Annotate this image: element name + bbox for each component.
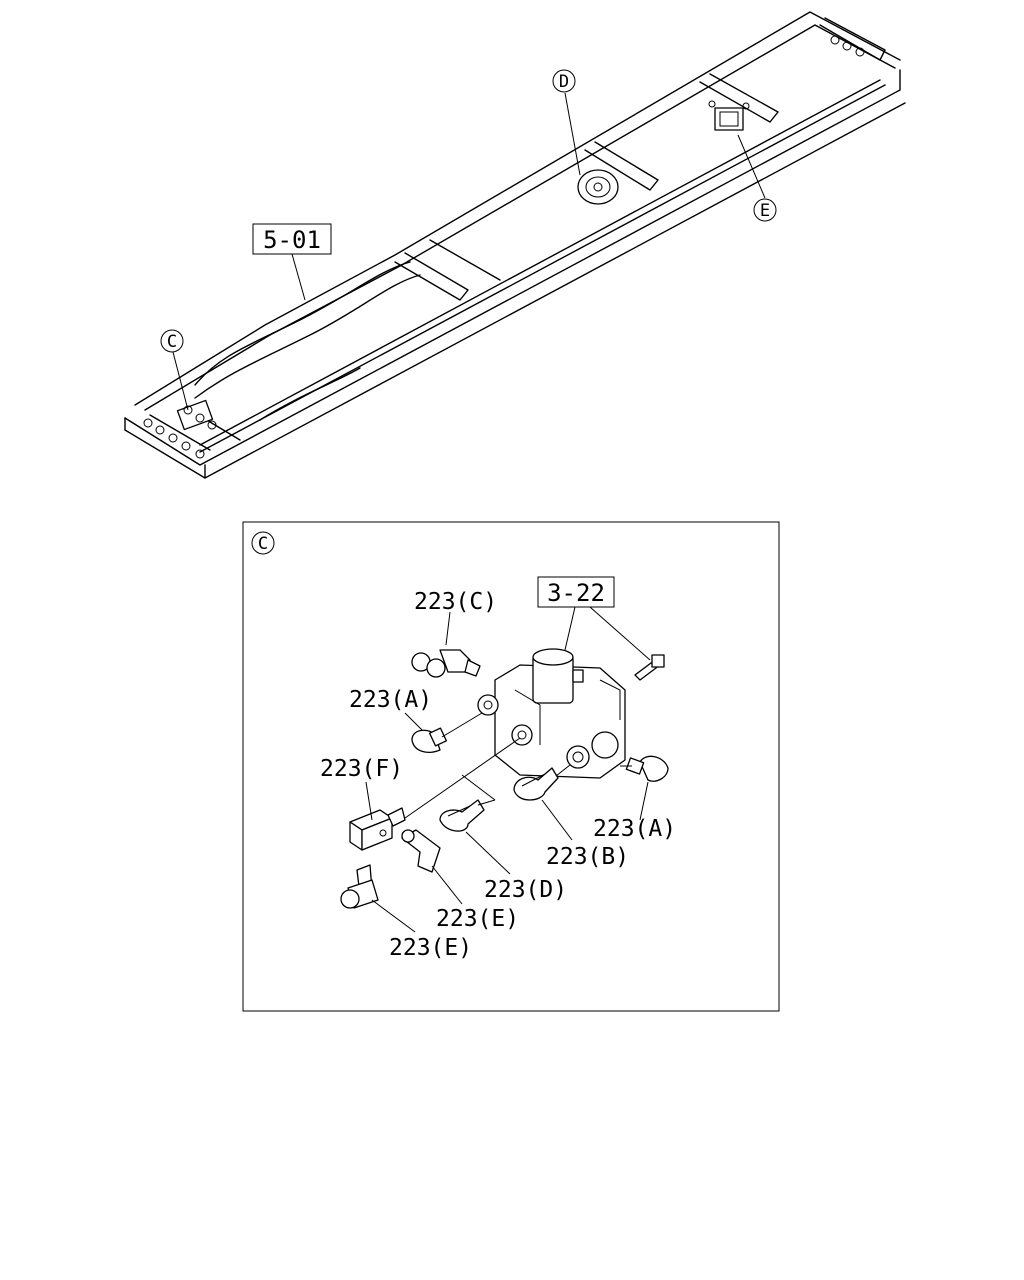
leader-223-e-2	[371, 899, 416, 933]
chamber-d-location	[577, 169, 619, 205]
leader-223-f	[365, 781, 373, 821]
callout-c: C	[160, 329, 184, 353]
svg-text:C: C	[167, 332, 177, 352]
label-223-d: 223(D)	[484, 877, 567, 903]
callout-e: E	[753, 198, 777, 222]
leader-e	[737, 134, 766, 199]
svg-text:C: C	[258, 534, 268, 554]
leader-3-22-valve	[564, 606, 576, 651]
valve-c-location	[176, 399, 217, 431]
label-223-e-1: 223(E)	[436, 906, 519, 932]
label-223-f: 223(F)	[320, 756, 403, 782]
leader-c	[172, 351, 189, 411]
leader-223-a-right	[639, 781, 649, 821]
leader-5-01	[291, 253, 306, 301]
fitting-223-a-right	[625, 755, 669, 782]
fitting-223-b	[513, 767, 559, 801]
svg-text:E: E	[760, 201, 770, 221]
assembly-line-1	[441, 712, 483, 738]
fitting-223-f	[349, 807, 406, 851]
leader-3-22-bolt	[589, 606, 651, 661]
label-223-c: 223(C)	[414, 589, 497, 615]
fitting-223-e-tee	[340, 864, 379, 909]
chassis-frame	[124, 11, 906, 479]
valve-e-location	[708, 100, 750, 131]
callout-d: D	[552, 69, 576, 93]
label-223-b: 223(B)	[546, 844, 629, 870]
assembly-line-4	[477, 799, 496, 806]
ref-box-5-01: 5-01	[252, 223, 332, 255]
fitting-223-a-left	[411, 727, 448, 753]
svg-text:5-01: 5-01	[263, 226, 321, 254]
ref-box-3-22: 3-22	[537, 576, 615, 608]
svg-text:3-22: 3-22	[547, 579, 605, 607]
leader-223-e-1	[431, 865, 463, 905]
leader-223-c	[445, 611, 451, 646]
fitting-223-e-elbow	[401, 829, 441, 873]
svg-text:D: D	[559, 72, 569, 92]
leader-223-d	[465, 831, 511, 875]
fitting-223-c	[411, 649, 481, 678]
fitting-223-d	[439, 799, 485, 832]
label-223-a-right: 223(A)	[593, 816, 676, 842]
label-223-a-left: 223(A)	[349, 687, 432, 713]
assembly-line-2	[404, 737, 521, 819]
assembly-line-3	[461, 774, 496, 801]
relay-valve	[477, 648, 626, 779]
leader-223-a-left	[404, 712, 423, 731]
mounting-bolt	[634, 654, 665, 681]
leader-223-b	[541, 799, 573, 841]
leader-d	[564, 92, 581, 176]
assembly-line-5	[555, 764, 571, 777]
label-223-e-2: 223(E)	[389, 935, 472, 961]
detail-view-id: C	[251, 531, 275, 555]
detail-view-frame	[242, 521, 780, 1012]
